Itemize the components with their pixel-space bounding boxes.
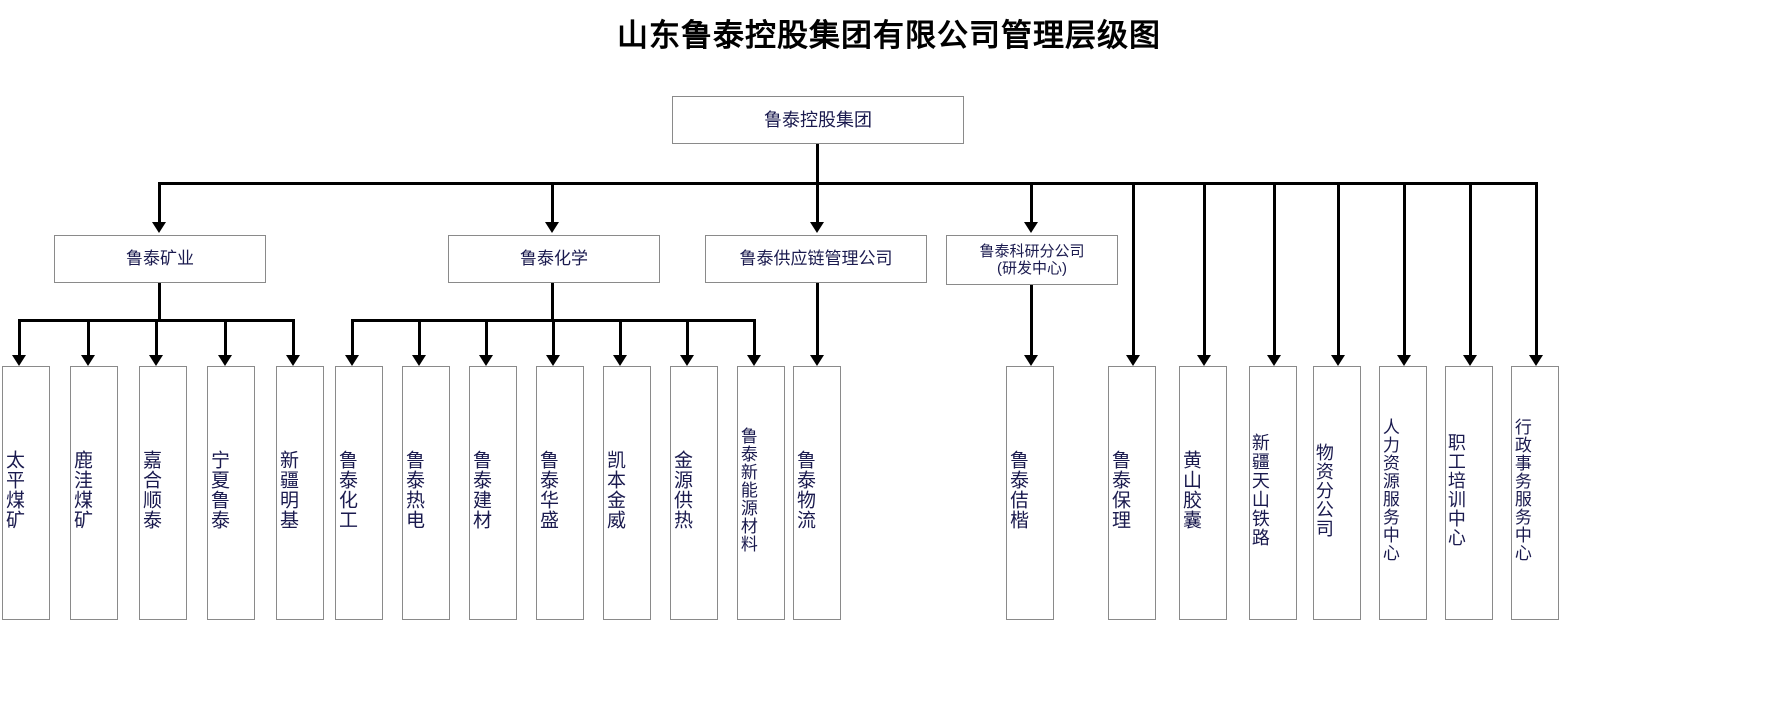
- node-division-mining[interactable]: 鲁泰矿业: [54, 235, 266, 283]
- node-leaf-lutai-huasheng[interactable]: 鲁泰华盛: [536, 366, 584, 620]
- node-leaf-materials-branch[interactable]: 物资分公司: [1313, 366, 1361, 620]
- connector-mining-drop-1: [87, 319, 90, 359]
- connector-direct-drop-0: [1132, 182, 1135, 359]
- node-leaf-lutai-new-energy[interactable]: 鲁泰新能源材料: [737, 366, 785, 620]
- arrow-mining-0: [12, 355, 26, 366]
- connector-level2-bus: [158, 182, 1535, 185]
- connector-chemical-drop-5: [686, 319, 689, 359]
- connector-chemical-drop-3: [552, 319, 555, 359]
- arrow-mining-4: [286, 355, 300, 366]
- arrow-chemical-4: [613, 355, 627, 366]
- node-root-group[interactable]: 鲁泰控股集团: [672, 96, 964, 144]
- connector-mining-drop-0: [18, 319, 21, 359]
- arrow-chemical: [545, 222, 559, 233]
- arrow-research: [1024, 222, 1038, 233]
- node-division-research[interactable]: 鲁泰科研分公司 (研发中心): [946, 235, 1118, 285]
- connector-direct-drop-6: [1535, 182, 1538, 359]
- connector-direct-drop-5: [1469, 182, 1472, 359]
- connector-chemical-stem: [551, 283, 554, 319]
- arrow-mining-3: [218, 355, 232, 366]
- connector-drop-mining: [158, 182, 161, 222]
- arrow-chemical-6: [747, 355, 761, 366]
- connector-chemical-drop-6: [753, 319, 756, 359]
- arrow-direct-1: [1197, 355, 1211, 366]
- arrow-research-0: [1024, 355, 1038, 366]
- connector-drop-supplychain: [816, 182, 819, 222]
- connector-direct-drop-1: [1203, 182, 1206, 359]
- node-leaf-taiping-coal[interactable]: 太平煤矿: [2, 366, 50, 620]
- connector-mining-drop-4: [292, 319, 295, 359]
- node-leaf-lutai-chemical[interactable]: 鲁泰化工: [335, 366, 383, 620]
- arrow-direct-2: [1267, 355, 1281, 366]
- node-leaf-xinjiang-tianshan-railway[interactable]: 新疆天山铁路: [1249, 366, 1297, 620]
- arrow-mining: [152, 222, 166, 233]
- arrow-chemical-0: [345, 355, 359, 366]
- connector-mining-stem: [158, 283, 161, 319]
- node-leaf-luwa-coal[interactable]: 鹿洼煤矿: [70, 366, 118, 620]
- arrow-direct-6: [1529, 355, 1543, 366]
- connector-chemical-drop-2: [485, 319, 488, 359]
- arrow-direct-4: [1397, 355, 1411, 366]
- node-leaf-lutai-logistics[interactable]: 鲁泰物流: [793, 366, 841, 620]
- connector-supplychain-drop-0: [816, 283, 819, 359]
- connector-chemical-drop-4: [619, 319, 622, 359]
- node-leaf-staff-training-center[interactable]: 职工培训中心: [1445, 366, 1493, 620]
- node-leaf-xinjiang-mingji[interactable]: 新疆明基: [276, 366, 324, 620]
- node-leaf-jinyuan-heating[interactable]: 金源供热: [670, 366, 718, 620]
- node-leaf-lutai-building[interactable]: 鲁泰建材: [469, 366, 517, 620]
- connector-drop-chemical: [551, 182, 554, 222]
- connector-drop-research: [1030, 182, 1033, 222]
- node-division-supplychain[interactable]: 鲁泰供应链管理公司: [705, 235, 927, 283]
- connector-chemical-drop-0: [351, 319, 354, 359]
- connector-root-stem: [816, 144, 819, 182]
- arrow-chemical-1: [412, 355, 426, 366]
- connector-research-drop-0: [1030, 285, 1033, 359]
- arrow-direct-0: [1126, 355, 1140, 366]
- node-division-chemical[interactable]: 鲁泰化学: [448, 235, 660, 283]
- node-leaf-lutai-thermal[interactable]: 鲁泰热电: [402, 366, 450, 620]
- node-leaf-hr-service-center[interactable]: 人力资源服务中心: [1379, 366, 1427, 620]
- arrow-chemical-2: [479, 355, 493, 366]
- node-leaf-admin-service-center[interactable]: 行政事务服务中心: [1511, 366, 1559, 620]
- connector-chemical-drop-1: [418, 319, 421, 359]
- arrow-supplychain-0: [810, 355, 824, 366]
- arrow-direct-5: [1463, 355, 1477, 366]
- node-leaf-kaiben-jinwei[interactable]: 凯本金威: [603, 366, 651, 620]
- node-leaf-lutai-jiekai[interactable]: 鲁泰佶楷: [1006, 366, 1054, 620]
- connector-mining-drop-3: [224, 319, 227, 359]
- page-title: 山东鲁泰控股集团有限公司管理层级图: [617, 18, 1161, 53]
- connector-mining-drop-2: [155, 319, 158, 359]
- node-leaf-ningxia-lutai[interactable]: 宁夏鲁泰: [207, 366, 255, 620]
- arrow-direct-3: [1331, 355, 1345, 366]
- connector-direct-drop-3: [1337, 182, 1340, 359]
- node-leaf-jiaheshuntai[interactable]: 嘉合顺泰: [139, 366, 187, 620]
- connector-direct-drop-2: [1273, 182, 1276, 359]
- arrow-mining-2: [149, 355, 163, 366]
- node-leaf-lutai-factoring[interactable]: 鲁泰保理: [1108, 366, 1156, 620]
- arrow-supplychain: [810, 222, 824, 233]
- connector-direct-drop-4: [1403, 182, 1406, 359]
- arrow-chemical-5: [680, 355, 694, 366]
- arrow-chemical-3: [546, 355, 560, 366]
- node-leaf-huangshan-capsule[interactable]: 黄山胶囊: [1179, 366, 1227, 620]
- arrow-mining-1: [81, 355, 95, 366]
